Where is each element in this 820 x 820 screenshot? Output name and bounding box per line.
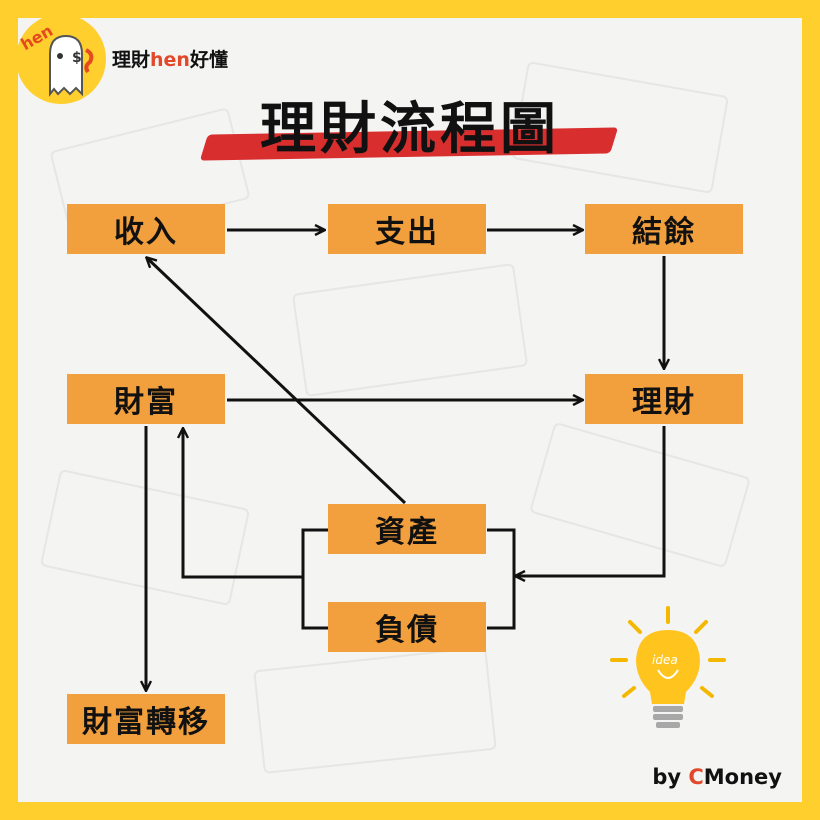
- ghost-mascot-icon: $: [49, 34, 94, 97]
- node-liabilities: 負債: [328, 602, 486, 652]
- node-assets: 資產: [328, 504, 486, 554]
- node-surplus: 結餘: [585, 204, 743, 254]
- lightbulb-icon: idea: [610, 606, 726, 728]
- brand-accent: hen: [150, 49, 190, 71]
- bracket-left: [301, 528, 328, 630]
- svg-text:idea: idea: [652, 653, 678, 667]
- node-wealth: 財富: [67, 374, 225, 424]
- bracket-right: [487, 528, 516, 630]
- brand-prefix: 理財: [112, 49, 151, 71]
- credit-c: C: [688, 765, 704, 789]
- arrow-assets-income: [147, 258, 407, 505]
- page-title: 理財流程圖: [260, 97, 560, 162]
- credit-byline: by CMoney: [652, 765, 782, 789]
- node-wealth-transfer: 財富轉移: [67, 694, 225, 744]
- brand-suffix: 好懂: [189, 49, 228, 71]
- node-investment: 理財: [585, 374, 743, 424]
- node-income: 收入: [67, 204, 225, 254]
- brand-name: 理財hen好懂: [112, 45, 228, 72]
- arrow-balance-wealth: [183, 429, 303, 579]
- node-expense: 支出: [328, 204, 486, 254]
- svg-text:$: $: [72, 50, 82, 66]
- credit-by: by: [652, 765, 689, 789]
- credit-rest: Money: [703, 765, 782, 789]
- arrow-investment-balance: [516, 426, 666, 576]
- hen-logo: hen $: [16, 14, 106, 104]
